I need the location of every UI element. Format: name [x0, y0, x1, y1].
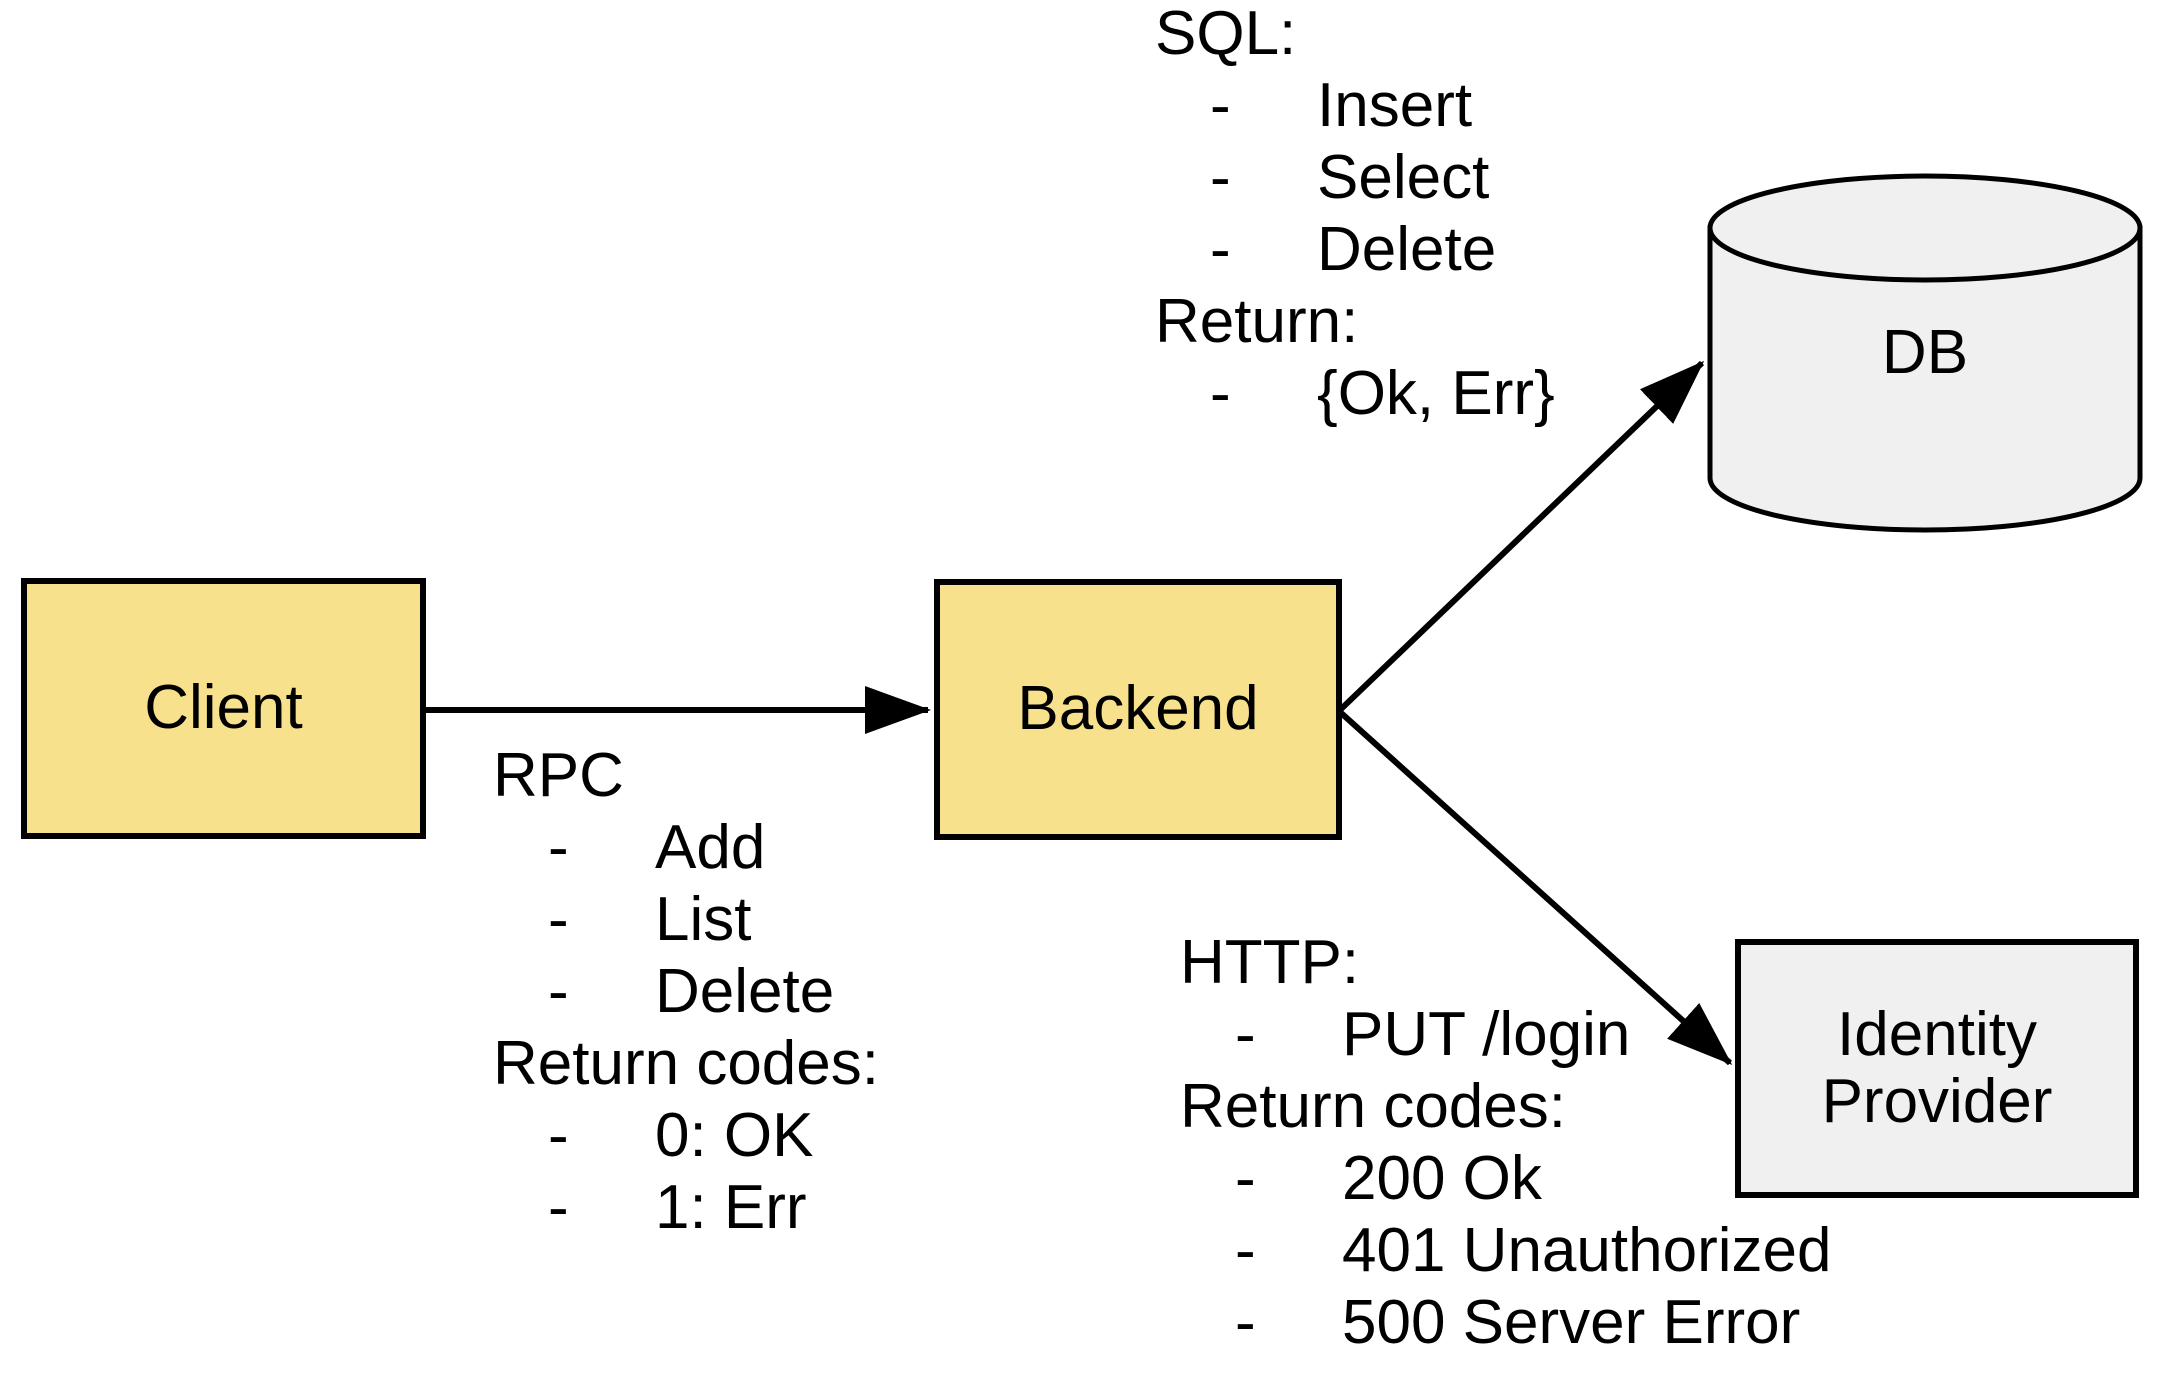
- annotation-http-return-text: 200 Ok: [1342, 1144, 1542, 1213]
- annotation-sql-returns-heading: Return:: [1155, 287, 1359, 356]
- annotation-rpc-heading: RPC: [493, 741, 624, 810]
- annotation-rpc-method-text: Add: [655, 813, 766, 882]
- node-client-label: Client: [144, 673, 303, 743]
- annotation-rpc: RPC - Add - List - Delete Return codes: …: [493, 745, 879, 1249]
- bullet-dash-icon: -: [548, 813, 569, 882]
- annotation-sql-method-text: Delete: [1317, 215, 1497, 284]
- annotation-http-return-2: - 500 Server Error: [1180, 1288, 1800, 1364]
- node-backend-label: Backend: [1017, 674, 1259, 744]
- annotation-rpc-method-2: - Delete: [493, 961, 879, 1033]
- bullet-dash-icon: -: [548, 885, 569, 954]
- annotation-http: HTTP: - PUT /login Return codes: - 200 O…: [1180, 928, 1831, 1364]
- annotation-rpc-method-text: List: [655, 885, 752, 954]
- bullet-dash-icon: -: [1210, 143, 1231, 212]
- bullet-dash-icon: -: [1235, 1144, 1256, 1213]
- annotation-sql-method-text: Select: [1317, 143, 1490, 212]
- annotation-sql-method-text: Insert: [1317, 71, 1473, 140]
- annotation-http-method-0: - PUT /login: [1180, 1000, 1630, 1076]
- bullet-dash-icon: -: [1210, 215, 1231, 284]
- annotation-sql-heading: SQL:: [1155, 0, 1297, 68]
- annotation-rpc-method-text: Delete: [655, 957, 835, 1026]
- annotation-http-return-text: 401 Unauthorized: [1342, 1216, 1832, 1285]
- annotation-rpc-return-text: 1: Err: [655, 1173, 807, 1242]
- annotation-rpc-method-1: - List: [493, 889, 879, 961]
- annotation-http-returns-heading: Return codes:: [1180, 1072, 1566, 1141]
- annotation-sql: SQL: - Insert - Select - Delete Return: …: [1155, 0, 1555, 435]
- bullet-dash-icon: -: [1235, 1216, 1256, 1285]
- node-identity-provider-label: Identity Provider: [1821, 999, 2053, 1136]
- annotation-rpc-return-text: 0: OK: [655, 1101, 814, 1170]
- bullet-dash-icon: -: [548, 1101, 569, 1170]
- bullet-dash-icon: -: [1210, 71, 1231, 140]
- bullet-dash-icon: -: [548, 1173, 569, 1242]
- annotation-http-return-1: - 401 Unauthorized: [1180, 1216, 1831, 1292]
- annotation-rpc-method-0: - Add: [493, 817, 879, 889]
- annotation-http-method-text: PUT /login: [1342, 1000, 1631, 1069]
- annotation-http-return-0: - 200 Ok: [1180, 1148, 1566, 1220]
- bullet-dash-icon: -: [1235, 1000, 1256, 1069]
- annotation-http-heading: HTTP:: [1180, 928, 1360, 997]
- annotation-sql-method-0: - Insert: [1155, 71, 1472, 147]
- annotation-http-return-text: 500 Server Error: [1342, 1288, 1801, 1357]
- node-db-label: DB: [1881, 317, 1969, 387]
- annotation-rpc-return-1: - 1: Err: [493, 1177, 879, 1249]
- annotation-rpc-returns-heading: Return codes:: [493, 1029, 879, 1098]
- bullet-dash-icon: -: [1210, 359, 1231, 428]
- annotation-sql-method-1: - Select: [1155, 143, 1489, 219]
- annotation-sql-return-0: - {Ok, Err}: [1155, 359, 1555, 435]
- bullet-dash-icon: -: [548, 957, 569, 1026]
- bullet-dash-icon: -: [1235, 1288, 1256, 1357]
- annotation-sql-return-text: {Ok, Err}: [1317, 359, 1555, 428]
- annotation-rpc-return-0: - 0: OK: [493, 1105, 879, 1177]
- annotation-sql-method-2: - Delete: [1155, 215, 1496, 291]
